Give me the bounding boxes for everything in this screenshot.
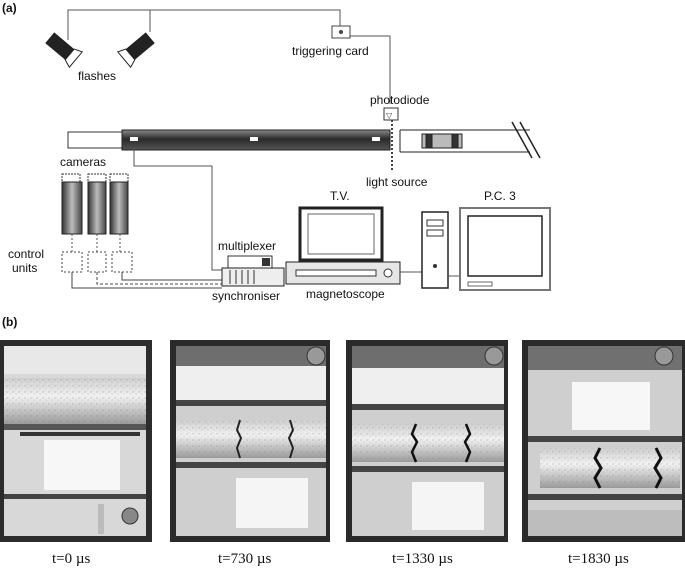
tv: [298, 206, 384, 262]
gauge-wire: [133, 148, 222, 271]
frame-2-caption: t=730 µs: [218, 551, 272, 567]
pc-label: P.C. 3: [484, 189, 516, 203]
photodiode-label: photodiode: [370, 93, 430, 107]
camera-2: [87, 173, 107, 235]
flash-wiring: [67, 9, 391, 104]
magnetoscope-label: magnetoscope: [306, 287, 385, 301]
tv-label: T.V.: [330, 189, 350, 203]
control-units: [61, 251, 133, 273]
flashes-label: flashes: [78, 69, 116, 83]
bar-gauge-1: [130, 137, 138, 141]
frame-1: [0, 340, 152, 542]
flash-right: [116, 32, 155, 69]
camera-1: [61, 173, 83, 235]
camera-control-links: [71, 234, 121, 252]
frame-1-caption: t=0 µs: [52, 551, 91, 567]
triggering-card-dot: [339, 30, 343, 34]
light-source-label: light source: [366, 175, 428, 189]
multiplexer-label: multiplexer: [218, 239, 276, 253]
frame-2: [170, 340, 330, 542]
panel-a-label: (a): [2, 1, 17, 15]
cameras-label: cameras: [60, 155, 106, 169]
pc-tower: [421, 211, 449, 289]
camera-3: [109, 173, 129, 235]
synchroniser-label: synchroniser: [212, 289, 280, 303]
launcher: [399, 121, 541, 159]
frame-3: [346, 340, 508, 542]
control-units-label-2: units: [12, 261, 37, 275]
magnetoscope: [285, 261, 401, 285]
synchroniser: [221, 267, 285, 287]
frame-3-caption: t=1330 µs: [392, 551, 453, 567]
control-to-synchroniser-cables: [71, 272, 222, 289]
pc-monitor: [459, 207, 551, 291]
flash-left: [45, 32, 84, 69]
bar-gauge-2: [250, 137, 258, 141]
frame-4: [522, 340, 685, 542]
panel-b-label: (b): [2, 315, 17, 329]
triggering-card-label: triggering card: [292, 44, 369, 58]
input-bar-white: [67, 131, 123, 149]
control-units-label-1: control: [8, 247, 44, 261]
svg-text:▽: ▽: [386, 111, 393, 120]
bar-gauge-3: [372, 137, 380, 141]
frame-4-caption: t=1830 µs: [568, 551, 629, 567]
